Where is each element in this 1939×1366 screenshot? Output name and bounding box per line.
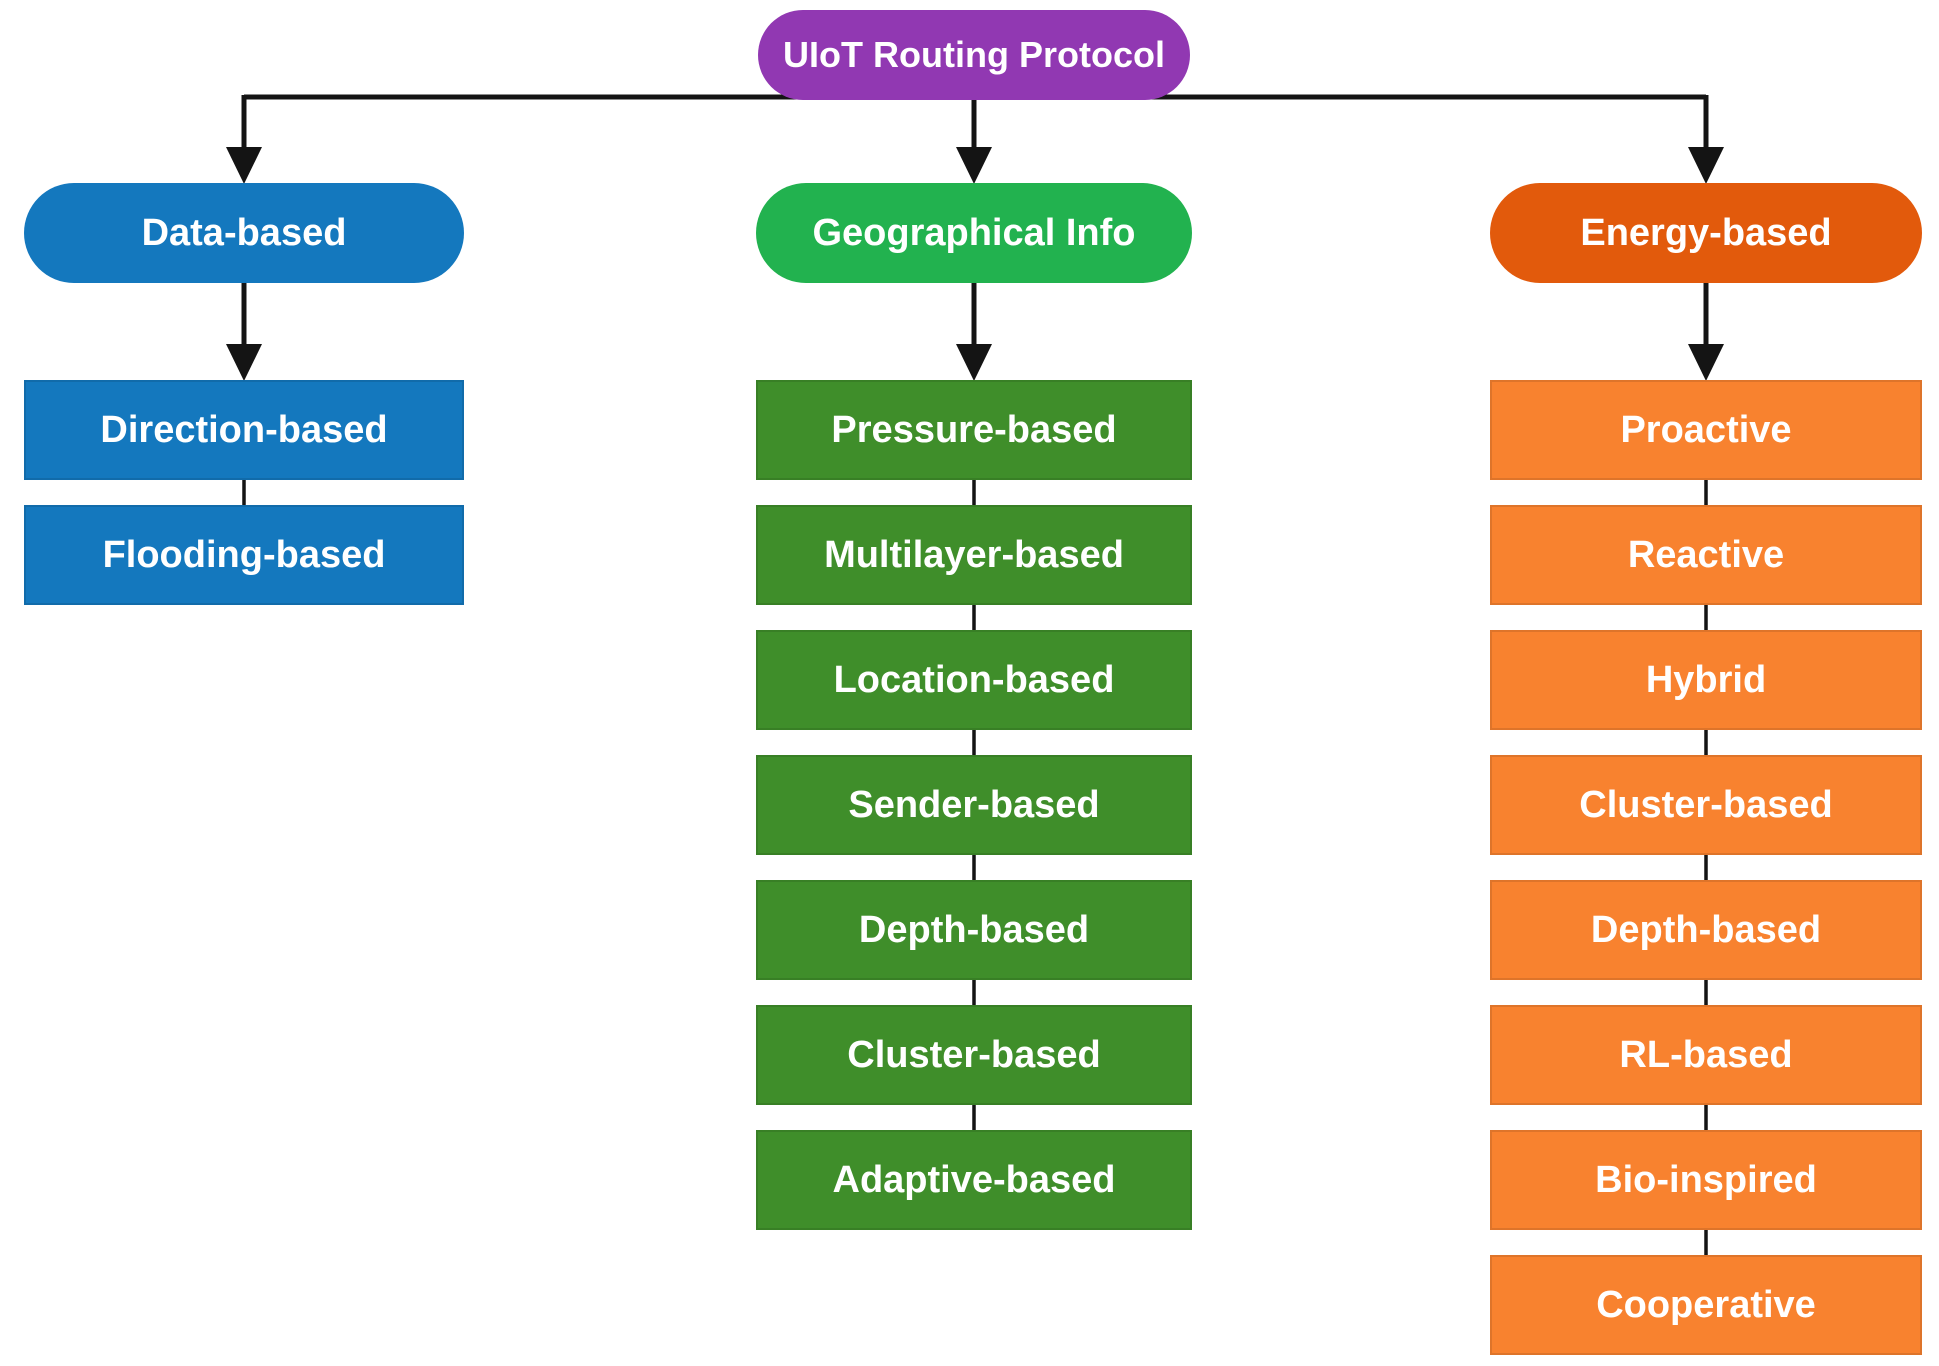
arrow-gap: [24, 283, 464, 380]
branch-header-energy-based: Energy-based: [1490, 183, 1922, 283]
child-node-label: Reactive: [1627, 533, 1785, 576]
child-node: Cluster-based: [756, 1005, 1192, 1105]
child-node: Bio-inspired: [1490, 1130, 1922, 1230]
children-geographical-info: Pressure-based Multilayer-based Location…: [756, 380, 1192, 1230]
child-node: Proactive: [1490, 380, 1922, 480]
child-node: Hybrid: [1490, 630, 1922, 730]
arrow-gap: [1490, 283, 1922, 380]
branch-data-based: Data-based Direction-based Flooding-base…: [24, 183, 464, 605]
child-node: Depth-based: [1490, 880, 1922, 980]
child-node-label: Hybrid: [1645, 658, 1767, 701]
child-node-label: Bio-inspired: [1595, 1158, 1817, 1201]
child-node-label: Direction-based: [100, 408, 388, 451]
child-node: Multilayer-based: [756, 505, 1192, 605]
arrow-gap: [756, 283, 1192, 380]
children-data-based: Direction-based Flooding-based: [24, 380, 464, 605]
child-node: Cooperative: [1490, 1255, 1922, 1355]
children-energy-based: Proactive Reactive Hybrid Cluster-based …: [1490, 380, 1922, 1355]
branch-header-label: Data-based: [141, 211, 347, 254]
branch-header-label: Geographical Info: [812, 211, 1136, 254]
child-node: Flooding-based: [24, 505, 464, 605]
arrowhead-child-left: [226, 344, 262, 381]
root-node-uiot-routing-protocol: UIoT Routing Protocol: [758, 10, 1190, 100]
branch-header-label: Energy-based: [1580, 211, 1832, 254]
child-node-label: Flooding-based: [102, 533, 386, 576]
child-node: Reactive: [1490, 505, 1922, 605]
child-node: Depth-based: [756, 880, 1192, 980]
child-node: Sender-based: [756, 755, 1192, 855]
child-node: Direction-based: [24, 380, 464, 480]
arrowhead-right: [1688, 147, 1724, 184]
child-node-label: Pressure-based: [831, 408, 1117, 451]
child-node-label: Location-based: [833, 658, 1115, 701]
child-node-label: Sender-based: [848, 783, 1100, 826]
arrowhead-child-middle: [956, 344, 992, 381]
child-node: Location-based: [756, 630, 1192, 730]
child-node-label: Cluster-based: [847, 1033, 1101, 1076]
child-node-label: Cooperative: [1596, 1283, 1816, 1326]
child-node-label: Depth-based: [858, 908, 1090, 951]
child-node-label: Multilayer-based: [824, 533, 1124, 576]
child-node: Cluster-based: [1490, 755, 1922, 855]
child-node: Adaptive-based: [756, 1130, 1192, 1230]
root-node-label: UIoT Routing Protocol: [783, 34, 1165, 75]
child-node-label: Adaptive-based: [832, 1158, 1116, 1201]
child-node-label: Depth-based: [1590, 908, 1822, 951]
child-node-label: Cluster-based: [1579, 783, 1833, 826]
child-node-label: RL-based: [1619, 1033, 1793, 1076]
child-node: Pressure-based: [756, 380, 1192, 480]
child-node-label: Proactive: [1620, 408, 1792, 451]
arrowhead-middle: [956, 147, 992, 184]
branch-geographical-info: Geographical Info Pressure-based Multila…: [756, 183, 1192, 1230]
arrowhead-left: [226, 147, 262, 184]
branch-energy-based: Energy-based Proactive Reactive Hybrid C…: [1490, 183, 1922, 1355]
child-node: RL-based: [1490, 1005, 1922, 1105]
branch-header-data-based: Data-based: [24, 183, 464, 283]
arrowhead-child-right: [1688, 344, 1724, 381]
branch-header-geographical-info: Geographical Info: [756, 183, 1192, 283]
